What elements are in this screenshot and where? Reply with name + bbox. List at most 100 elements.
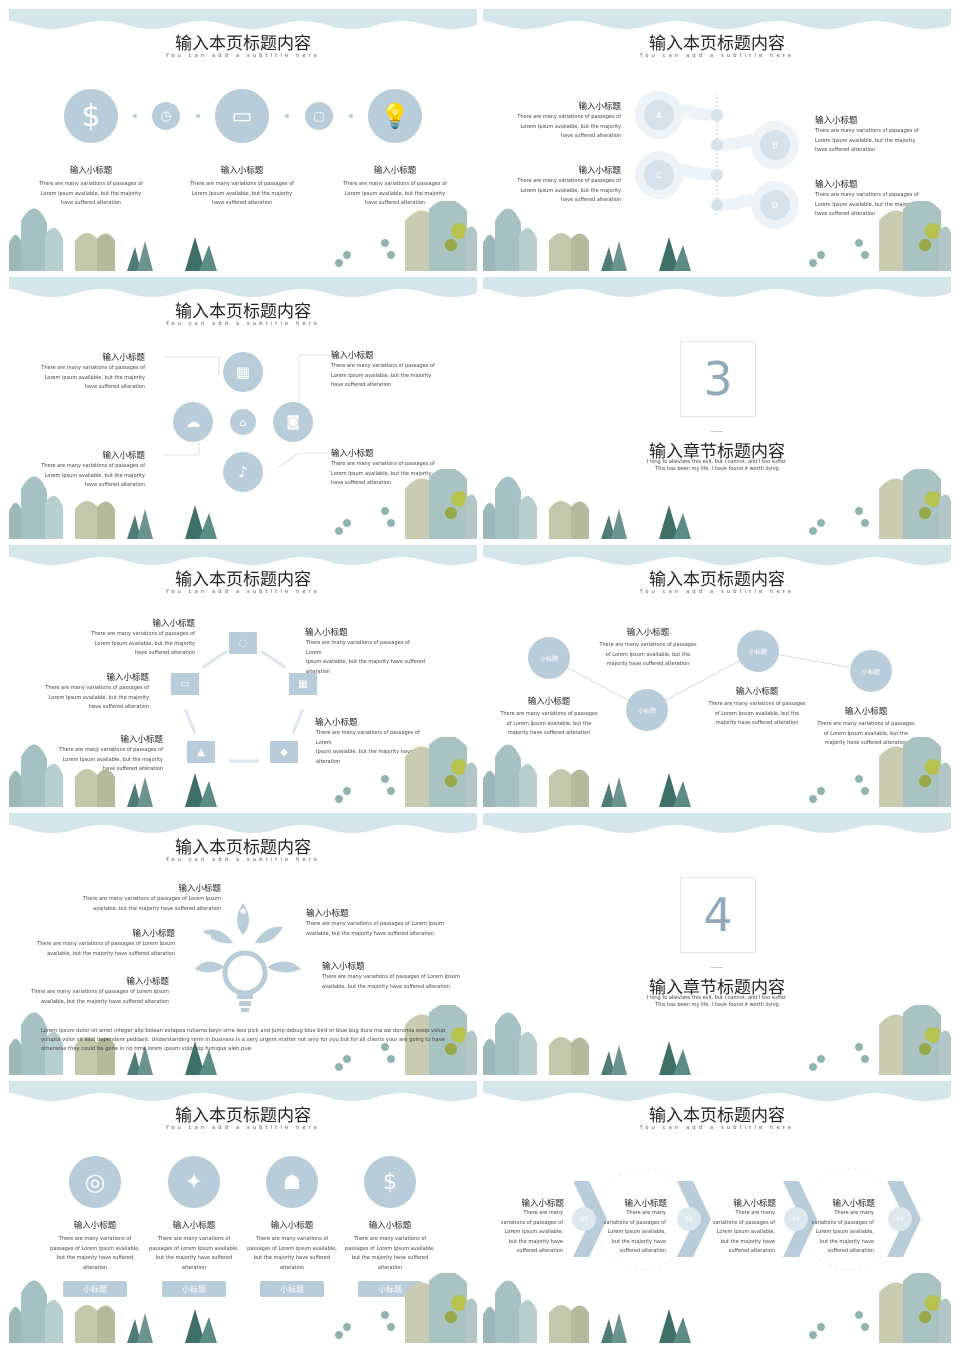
description: There are many variations of passages of… [59,747,163,772]
chapter-number: 3 [703,352,733,406]
subheading: 输入小标题 [126,977,169,987]
label-button[interactable]: 小标题 [63,1281,127,1297]
description: There are many variations of passages of… [500,711,598,736]
cactus-decoration [9,201,477,271]
target-glyph: ◎ [84,1168,106,1196]
cactus-decoration [9,1273,477,1343]
description: There are many variations of passages of… [91,631,195,656]
hub-connectors [163,354,339,467]
lightbulb-icon [229,632,257,654]
description: There are many variations of passages of… [45,685,149,710]
monitor-icon [171,673,199,695]
letter-d: D [771,200,779,210]
subheading: 输入小标题 [306,909,349,919]
subheading: 输入小标题 [624,1199,667,1209]
calendar-glyph: ▦ [298,678,308,690]
slide-10: 输入本页标题内容 You can add a subtitle here 01 … [483,1081,951,1343]
users-icon [187,741,215,763]
page-title: 输入本页标题内容 [175,838,311,858]
home-icon [230,409,256,435]
description: There are many variations of passages of… [517,114,621,139]
node-label: 小标题 [637,707,656,715]
wave-decoration [9,1081,477,1101]
subheading: 输入小标题 [815,180,858,190]
description: There are many variations of passages of… [190,181,294,206]
description: There are many variations of passages of… [50,1236,140,1271]
node-1 [528,637,570,679]
subheading: 输入小标题 [102,451,145,461]
description: There are many variations of passages of… [517,178,621,203]
wave-decoration [9,545,477,565]
lightbulb-petals [195,903,301,1012]
runner-icon [168,1156,220,1208]
subheading: 输入小标题 [315,718,358,728]
cloud-glyph: ☁ [185,413,201,431]
handshake-glyph: ◆ [280,746,288,758]
cactus-decoration [9,737,477,807]
label-button[interactable]: 小标题 [260,1281,324,1297]
slide-2: 输入本页标题内容 You can add a subtitle here A C… [483,9,951,271]
slide-6: 输入本页标题内容 You can add a subtitle here 小标题… [483,545,951,807]
label-button[interactable]: 小标题 [162,1281,226,1297]
subheading: 输入小标题 [152,619,195,629]
description: There are many variations of passages of… [815,192,919,217]
description: There are many variations of passages of… [343,181,447,206]
description: There are many variations of passages of… [247,1236,337,1271]
music-icon [223,452,263,492]
description: There are many variations of passages of… [815,128,919,153]
camera-icon [273,402,313,442]
description: There are many variations of passages of… [603,1210,667,1254]
chapter-divider [711,967,723,968]
node-label: 小标题 [861,668,880,676]
cactus-decoration [483,1005,951,1075]
process-arrows [572,1168,921,1270]
subheading: 输入小标题 [106,673,149,683]
lightbulb-glyph: ◌ [238,637,248,649]
cactus-decoration [483,469,951,539]
subheading: 输入小标题 [527,697,571,707]
wave-decoration [9,813,477,833]
tablet-icon [215,89,269,143]
page-subtitle: You can add a subtitle here [165,1125,321,1131]
calendar-icon [289,673,317,695]
wave-decoration [9,9,477,29]
chapter-number-box: 4 [680,877,756,953]
connector-dot [133,114,137,118]
page-subtitle: You can add a subtitle here [165,589,321,595]
page-subtitle: You can add a subtitle here [165,857,321,863]
description: There are many variations of passages of… [41,365,145,390]
dollar-icon [64,89,118,143]
subheading: 输入小标题 [331,351,374,361]
description: There are many variations of passages of… [37,941,175,957]
page-subtitle: You can add a subtitle here [639,53,795,59]
wave-decoration [9,277,477,297]
dollar-glyph: $ [81,98,101,134]
description: There are many variations of passages of… [306,921,444,937]
page-title: 输入本页标题内容 [175,1106,311,1126]
runner-glyph: ✦ [184,1169,204,1195]
chapter-number-box: 3 [680,341,756,417]
description: There are many variations of passages of… [708,701,806,726]
description: There are many variations of passages of… [599,642,697,667]
cycle-arrows [183,649,305,763]
cactus-decoration [483,1273,951,1343]
monitor-glyph: ▢ [313,109,325,123]
description: There are many variations of passages of… [712,1210,776,1254]
chapter-title: 输入章节标题内容 [649,442,785,462]
users-glyph: ▲ [197,746,205,758]
step-number: 04 [792,1215,800,1223]
wave-decoration [483,813,951,833]
cloud-icon [173,402,213,442]
slide-5: 输入本页标题内容 You can add a subtitle here ◌ ▭… [9,545,477,807]
description: There are many variations of passages of… [331,363,435,388]
slide-8: 4 输入章节标题内容 I long to alleviate this evil… [483,813,951,1075]
description: There are many variations of passages of… [83,896,221,912]
timeline-shapes [635,91,799,229]
letter-b: B [772,140,778,150]
page-subtitle: You can add a subtitle here [165,53,321,59]
team-glyph: ☗ [283,1170,301,1194]
lightbulb-icon: ◌ [194,971,202,979]
node-3 [737,630,779,672]
page-title: 输入本页标题内容 [649,1106,785,1126]
description: There are many variations of passages of… [316,730,436,765]
